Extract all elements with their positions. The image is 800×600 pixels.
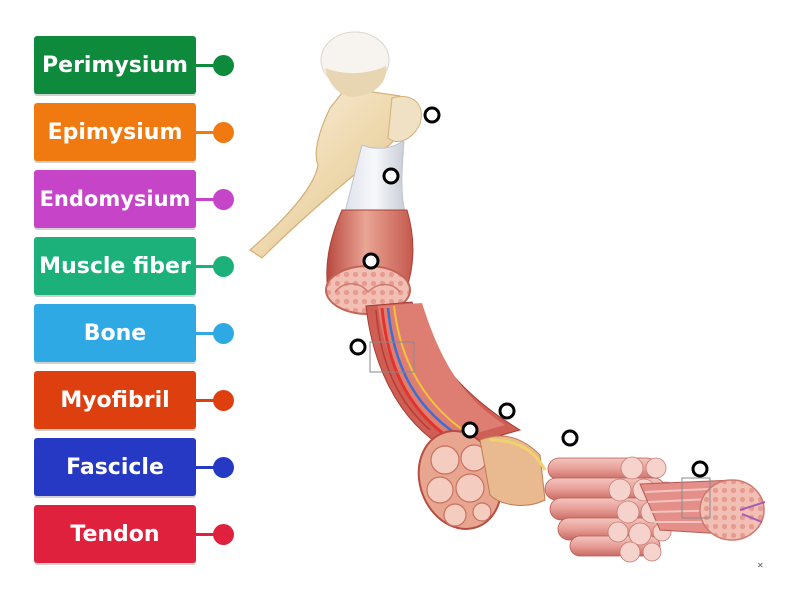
drag-handle[interactable] [213, 189, 234, 210]
label-connector [196, 64, 218, 67]
resize-mark: ✕ [757, 561, 764, 570]
label-text: Perimysium [42, 52, 188, 78]
drag-handle[interactable] [213, 122, 234, 143]
label-connector [196, 265, 218, 268]
label-connector [196, 198, 218, 201]
drop-target-2[interactable] [382, 167, 400, 185]
label-text: Bone [83, 320, 147, 346]
drop-target-3[interactable] [362, 252, 380, 270]
drop-target-7[interactable] [561, 429, 579, 447]
label-text: Epimysium [47, 119, 183, 145]
inset-frame [369, 341, 415, 373]
label-muscle-fiber[interactable]: Muscle fiber [34, 237, 196, 295]
label-epimysium[interactable]: Epimysium [34, 103, 196, 161]
label-text: Myofibril [60, 387, 170, 413]
label-connector [196, 332, 218, 335]
label-myofibril[interactable]: Myofibril [34, 371, 196, 429]
drag-handle[interactable] [213, 457, 234, 478]
label-perimysium[interactable]: Perimysium [34, 36, 196, 94]
drop-target-1[interactable] [423, 106, 441, 124]
label-text: Muscle fiber [39, 253, 191, 279]
drag-handle[interactable] [213, 55, 234, 76]
label-endomysium[interactable]: Endomysium [34, 170, 196, 228]
label-fascicle[interactable]: Fascicle [34, 438, 196, 496]
drag-handle[interactable] [213, 256, 234, 277]
drag-handle[interactable] [213, 390, 234, 411]
upper-tendon [344, 138, 406, 213]
label-connector [196, 466, 218, 469]
label-text: Endomysium [39, 187, 191, 211]
drop-targets [349, 106, 709, 478]
fiber-bundle [544, 456, 677, 563]
label-connector [196, 533, 218, 536]
label-text: Fascicle [66, 454, 164, 480]
drag-handle[interactable] [213, 524, 234, 545]
label-bone[interactable]: Bone [34, 304, 196, 362]
label-connector [196, 399, 218, 402]
drop-target-8[interactable] [691, 460, 709, 478]
label-connector [196, 131, 218, 134]
fiber-end-section [699, 479, 765, 541]
drop-target-4[interactable] [349, 338, 367, 356]
drop-target-6[interactable] [461, 421, 479, 439]
drop-target-5[interactable] [498, 402, 516, 420]
drag-handle[interactable] [213, 323, 234, 344]
label-tendon[interactable]: Tendon [34, 505, 196, 563]
label-text: Tendon [70, 521, 160, 547]
